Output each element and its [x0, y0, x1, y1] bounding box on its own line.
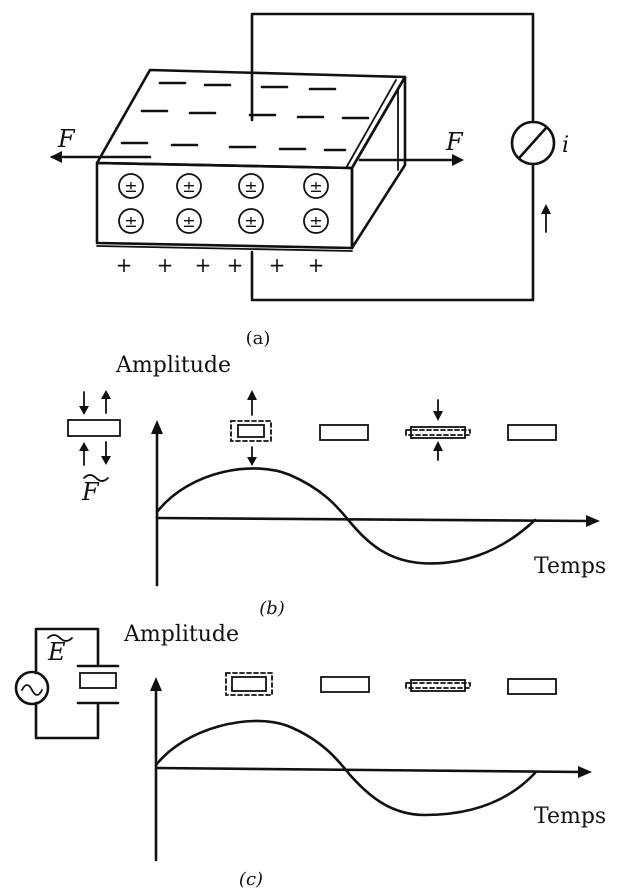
amplitude-label-c: Amplitude: [123, 622, 239, 647]
top-wire: [250, 12, 535, 122]
bottom-wire: [250, 163, 535, 302]
plus-sign: +: [157, 253, 174, 277]
dipole: [303, 208, 329, 234]
alternating-force-label: F: [81, 478, 100, 506]
dipole-symbol: ±: [124, 177, 137, 196]
crystal-block: [95, 68, 407, 252]
x-axis-arrow-icon: [586, 515, 600, 527]
caption-c: (c): [239, 869, 263, 890]
neutral-plate: [320, 676, 370, 693]
dipole: [303, 173, 329, 199]
circuit-wire-top: [34, 627, 100, 675]
plus-sign: +: [116, 253, 133, 277]
dipole-symbol: ±: [244, 177, 257, 196]
y-axis-arrow-icon: [151, 420, 163, 434]
sine-wave-b: [155, 467, 537, 565]
dipole: [176, 173, 202, 199]
neutral-plate: [507, 424, 557, 441]
crystal-front-face: [95, 161, 354, 250]
arrow-up-icon: [541, 204, 551, 214]
amplitude-label-b: Amplitude: [115, 353, 231, 378]
dipole: [176, 208, 202, 234]
dipole: [118, 208, 144, 234]
stress-indicator: F: [67, 390, 121, 506]
panel-a: ± ± ± ± ± ± ± ± + + + + + + F F: [50, 12, 569, 349]
panel-b: Amplitude F: [67, 353, 606, 619]
caption-a: (a): [246, 328, 271, 349]
plus-sign: +: [195, 253, 212, 277]
compressed-plate: [410, 679, 466, 692]
plus-sign: +: [227, 253, 244, 277]
dipole-symbol: ±: [309, 212, 322, 231]
dipole-symbol: ±: [124, 212, 137, 231]
circuit-wire-bottom: [34, 701, 100, 740]
plus-sign: +: [269, 253, 286, 277]
time-label-c: Temps: [534, 804, 606, 829]
measurement-circuit: i: [250, 12, 569, 302]
neutral-plate: [319, 424, 369, 441]
source-voltage-label: E: [47, 638, 66, 666]
x-axis-b: [155, 516, 592, 523]
dipole-symbol: ±: [182, 212, 195, 231]
dipole: [238, 208, 264, 234]
ac-source-circuit: E: [14, 627, 120, 740]
dipole: [238, 173, 264, 199]
dipole-symbol: ±: [244, 212, 257, 231]
crystal-plate-icon: [67, 419, 121, 437]
ammeter-icon: [510, 120, 556, 166]
axes-c: [150, 677, 592, 862]
plate-states-c: [225, 672, 557, 696]
dipole-grid: ± ± ± ± ± ± ± ±: [118, 173, 329, 234]
force-arrows: F F: [50, 125, 464, 166]
panel-c: Amplitude E: [14, 622, 606, 890]
expanded-plate: [225, 672, 273, 696]
y-axis-arrow-icon: [150, 677, 162, 691]
neutral-plate: [507, 678, 557, 695]
crystal-side-face: [350, 75, 407, 250]
expanded-plate: [230, 420, 272, 442]
sine-wave-c: [154, 719, 537, 817]
left-arrowhead-icon: [50, 151, 62, 163]
plate-states-b: [230, 390, 557, 466]
ac-source-icon: [14, 670, 50, 706]
dipole-symbol: ±: [309, 177, 322, 196]
top-electrode-charges: [120, 81, 370, 152]
crystal-element-icon: [79, 672, 117, 689]
x-axis-c: [154, 766, 584, 774]
bottom-electrode-charges: + + + + + +: [116, 253, 325, 277]
force-label-right: F: [445, 128, 464, 156]
right-arrowhead-icon: [452, 154, 464, 166]
current-label: i: [562, 133, 569, 158]
compressed-plate: [410, 426, 466, 439]
dipole-symbol: ±: [182, 177, 195, 196]
axes-b: [151, 420, 600, 587]
dipole: [118, 173, 144, 199]
time-label-b: Temps: [534, 554, 606, 579]
x-axis-arrow-icon: [578, 766, 592, 778]
caption-b: (b): [259, 598, 285, 619]
plus-sign: +: [308, 253, 325, 277]
force-label-left: F: [57, 125, 76, 153]
